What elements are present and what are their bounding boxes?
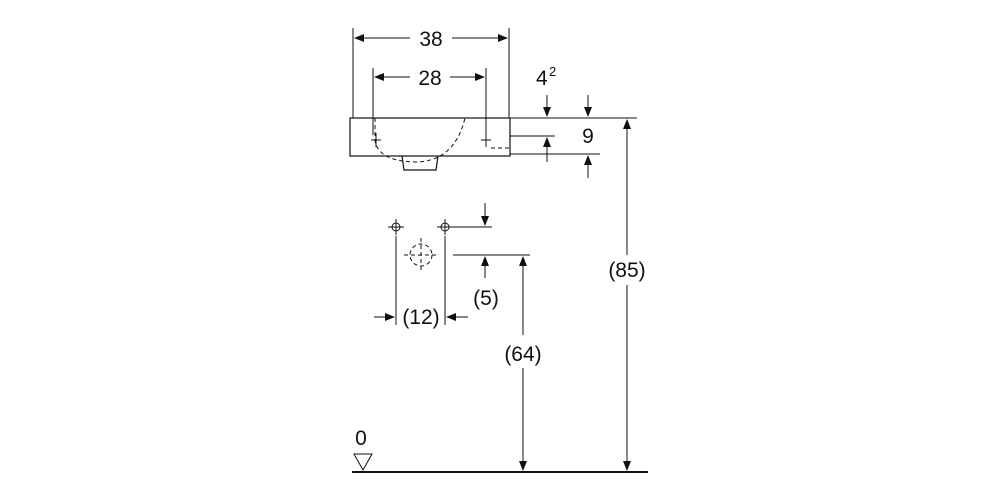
label-rim-offset-superscript: 2 — [549, 64, 556, 79]
label-overall-height: (85) — [608, 259, 645, 282]
dimension-overall-width: 38 — [352, 28, 510, 118]
supply-point-right — [437, 219, 453, 235]
dimension-overall-height: (85) — [600, 117, 646, 471]
dimension-basin-depth: 9 — [582, 95, 594, 178]
dimension-waste-height: (64) — [504, 256, 542, 471]
label-supply-spacing: (12) — [402, 306, 439, 329]
dimension-rim-offset: 4 2 — [510, 64, 600, 162]
tap-hole-left — [371, 133, 381, 147]
tap-hole-right — [481, 133, 491, 147]
connection-layout — [388, 219, 530, 325]
waste-outlet-point — [404, 238, 438, 272]
bowl-hidden-line — [374, 117, 466, 163]
label-waste-height: (64) — [504, 343, 541, 366]
label-basin-depth: 9 — [582, 125, 594, 148]
drain-outlet — [401, 155, 439, 171]
floor-level: 0 — [352, 427, 648, 473]
level-triangle-icon — [353, 453, 373, 472]
basin-outline — [349, 117, 511, 157]
supply-point-left — [388, 219, 404, 235]
dimension-supply-offset: (5) — [473, 203, 499, 310]
label-overall-width: 38 — [419, 28, 442, 51]
dimension-supply-spacing: (12) — [374, 306, 468, 329]
label-tap-spacing: 28 — [418, 67, 441, 90]
basin-front-view — [349, 117, 511, 171]
label-supply-offset: (5) — [473, 287, 499, 310]
label-rim-offset: 4 — [536, 67, 548, 90]
label-floor-level: 0 — [355, 427, 367, 450]
dimension-tap-spacing: 28 — [372, 67, 487, 135]
